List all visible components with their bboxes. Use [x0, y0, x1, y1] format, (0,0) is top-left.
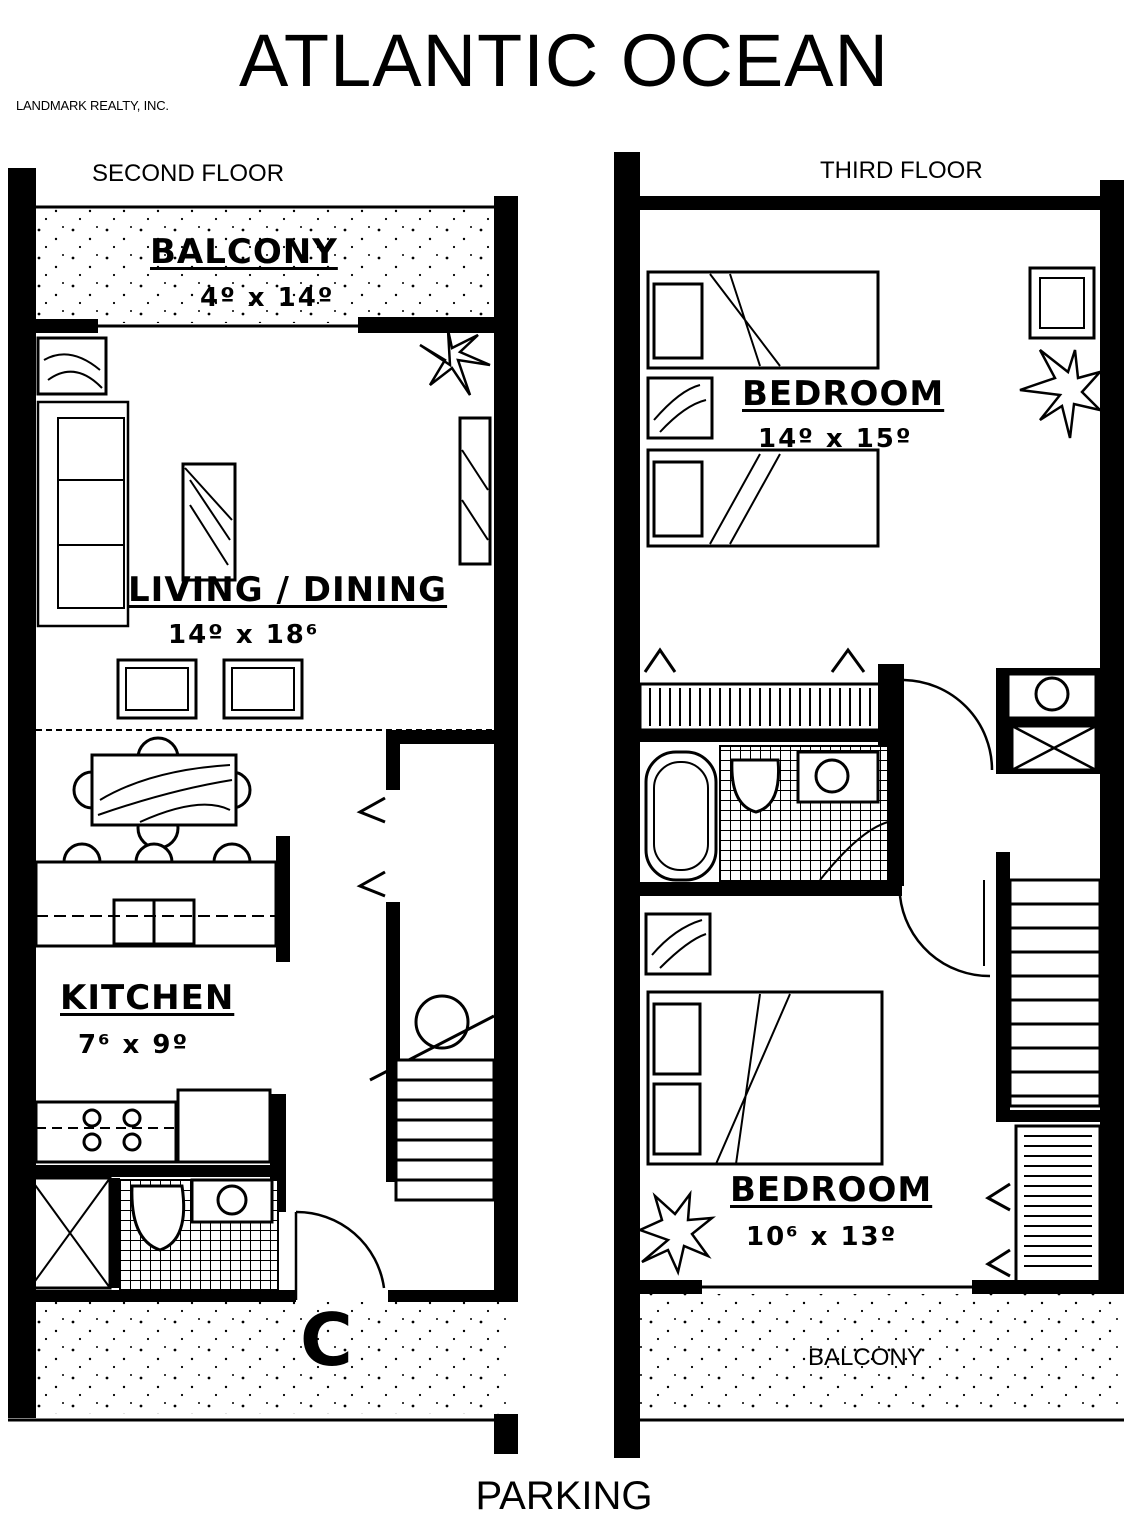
door-swing [903, 678, 994, 771]
kitchen-counter [34, 836, 290, 962]
closet-door [356, 796, 386, 824]
door-swing [819, 821, 889, 881]
balcony-stipple [640, 1294, 1124, 1412]
room-dims-bedroom-upper: 14º x 15º [758, 424, 913, 454]
dining-table-icon [72, 736, 252, 850]
plant-icon [1019, 349, 1104, 439]
wall-balcony-left [36, 319, 98, 333]
room-name-bedroom-lower: BEDROOM [730, 1170, 933, 1210]
nightstand-icon [644, 912, 712, 976]
stove-icon [34, 1100, 178, 1164]
refrigerator-icon [176, 1088, 272, 1164]
twin-bed-icon [646, 270, 880, 370]
third-floor-balcony-label: BALCONY [808, 1344, 923, 1371]
twin-bed-icon [646, 448, 880, 548]
nightstand-icon [646, 376, 714, 440]
unit-letter: C [300, 1298, 353, 1382]
toilet-icon [130, 1184, 186, 1252]
bathtub-icon [644, 750, 718, 882]
room-dims-bedroom-lower: 10⁶ x 13º [746, 1222, 898, 1252]
balcony-stipple [36, 205, 494, 323]
wall-balcony-right [358, 317, 496, 333]
wall-right [494, 196, 518, 1300]
dresser-icon [1028, 266, 1096, 340]
wall-bottom-right [388, 1290, 518, 1302]
chair-icon [36, 336, 108, 396]
room-name-bedroom-upper: BEDROOM [742, 374, 945, 414]
door-swing [295, 1210, 386, 1289]
dining-chair-icon [116, 658, 198, 720]
wall-left [8, 168, 36, 1418]
sink-icon [796, 750, 880, 804]
stairs-icon [369, 994, 496, 1202]
room-name-balcony: BALCONY [150, 232, 338, 272]
closet-door [356, 870, 386, 898]
wall-bottom-left [36, 1290, 296, 1302]
third-floor-label: THIRD FLOOR [820, 157, 983, 184]
room-name-living-dining: LIVING / DINING [128, 570, 448, 610]
wall-top [640, 196, 1124, 210]
side-table-icon [458, 416, 492, 566]
third-floor-plan [614, 152, 1124, 1458]
realty-credit: LANDMARK REALTY, INC. [16, 98, 169, 113]
dining-chair-icon [222, 658, 304, 720]
second-floor-label: SECOND FLOOR [92, 160, 285, 187]
entry-stipple [36, 1302, 506, 1414]
wall-right [1100, 180, 1124, 1286]
plant-icon [636, 1189, 716, 1276]
wall-stair-top [386, 730, 400, 790]
sofa-icon [36, 400, 130, 628]
closet-icon [985, 1124, 1102, 1284]
second-floor-plan [8, 168, 518, 1454]
room-name-kitchen: KITCHEN [60, 978, 235, 1018]
room-dims-kitchen: 7⁶ x 9º [78, 1030, 190, 1060]
room-dims-balcony: 4º x 14º [200, 283, 335, 313]
toilet-icon [730, 758, 781, 814]
stairs-icon [983, 852, 1102, 1122]
wall-balcony-left [640, 1280, 702, 1294]
door-swing [898, 895, 991, 978]
wall-left [614, 152, 640, 1458]
page-title: ATLANTIC OCEAN [239, 19, 889, 102]
room-dims-living-dining: 14º x 18⁶ [168, 620, 320, 650]
wall-kitchen-bath [36, 1165, 286, 1177]
double-bed-icon [646, 990, 884, 1166]
parking-label: PARKING [475, 1474, 653, 1518]
wall-balcony-right [972, 1280, 1124, 1294]
coffee-table-icon [181, 462, 237, 582]
wall-bath-bottom [640, 882, 902, 896]
plant-icon [419, 329, 491, 396]
